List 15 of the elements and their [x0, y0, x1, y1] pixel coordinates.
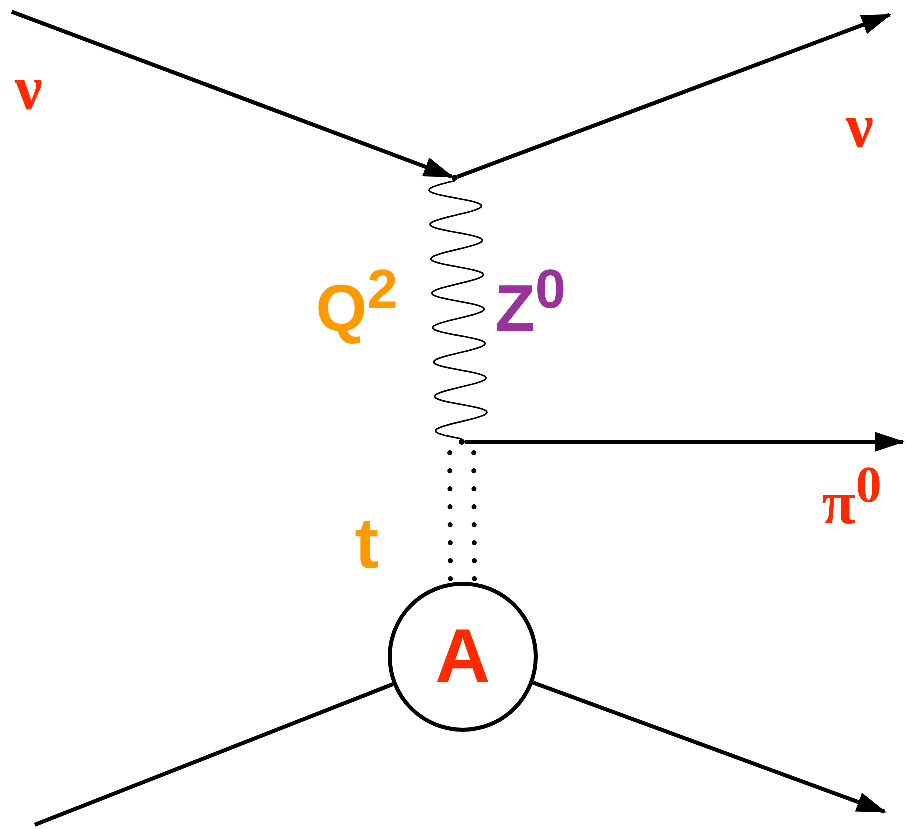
vertex-dot: [459, 439, 465, 445]
particle-label: ν: [846, 96, 874, 158]
arrow: [457, 13, 892, 179]
nucleus-circle: [388, 582, 538, 732]
particle-label: π$^{0}$: [822, 460, 882, 535]
arrow: [532, 680, 887, 814]
line: [34, 682, 394, 827]
variable-label: t: [355, 508, 379, 580]
arrow: [465, 432, 905, 452]
vertex-dot: [452, 175, 458, 181]
particle-label: Z$^{0}$: [495, 262, 566, 341]
arrow: [11, 10, 454, 179]
wavy-line: [428, 180, 488, 440]
particle-label: ν: [15, 58, 43, 120]
nucleus-label: A: [436, 619, 490, 695]
